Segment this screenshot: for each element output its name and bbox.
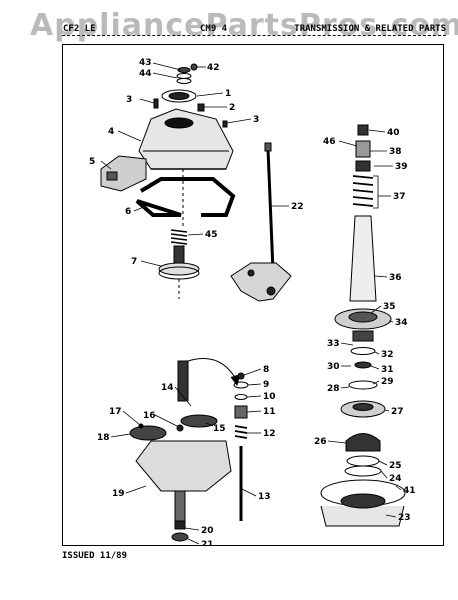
- callout-41: 41: [403, 486, 416, 496]
- bracket-part: [100, 155, 147, 192]
- callout-26: 26: [314, 437, 327, 447]
- seal-ring-part: [161, 89, 197, 103]
- callout-33: 33: [327, 339, 340, 349]
- center-shaft-parts: [233, 372, 249, 521]
- callout-40: 40: [387, 128, 400, 138]
- exploded-parts-diagram: 43 44 42 1 3 2 3 4 5 6 45 22 7 40 46 38 …: [89, 58, 416, 550]
- callout-3-left: 3: [126, 95, 132, 105]
- callout-13: 13: [258, 492, 271, 502]
- callout-34: 34: [395, 318, 408, 328]
- callout-46: 46: [323, 137, 336, 147]
- header-model-mid: CM9 4: [200, 24, 228, 34]
- callout-15: 15: [213, 424, 226, 434]
- callout-43: 43: [139, 58, 152, 68]
- callout-24: 24: [389, 474, 402, 484]
- callout-39: 39: [395, 162, 408, 172]
- lower-gear-assembly: [129, 358, 241, 542]
- callout-3-right: 3: [253, 115, 259, 125]
- callout-42: 42: [207, 63, 220, 73]
- top-fasteners: [176, 63, 198, 84]
- pulley-hub-part: [158, 245, 200, 280]
- callout-21: 21: [201, 540, 214, 545]
- callout-14: 14: [161, 383, 174, 393]
- callout-8: 8: [263, 365, 269, 375]
- callout-numbers: 43 44 42 1 3 2 3 4 5 6 45 22 7 40 46 38 …: [89, 58, 416, 550]
- callout-5: 5: [89, 157, 95, 167]
- header-model-left: CF2 LE: [63, 24, 96, 34]
- callout-38: 38: [389, 147, 402, 157]
- callout-20: 20: [201, 526, 214, 536]
- callout-45: 45: [205, 230, 218, 240]
- callout-23: 23: [398, 513, 411, 523]
- callout-30: 30: [327, 362, 340, 372]
- callout-10: 10: [263, 392, 276, 402]
- header-section-title: TRANSMISSION & RELATED PARTS: [294, 24, 446, 34]
- callout-32: 32: [381, 350, 394, 360]
- gasket-part: [135, 177, 236, 217]
- callout-35: 35: [383, 302, 396, 312]
- callout-37: 37: [393, 192, 406, 202]
- callout-18: 18: [97, 433, 110, 443]
- callout-11: 11: [263, 407, 276, 417]
- callout-2: 2: [229, 103, 235, 113]
- gearcase-cover-part: [138, 108, 234, 170]
- screws-part: [153, 98, 228, 128]
- callout-6: 6: [125, 207, 131, 217]
- callout-27: 27: [391, 407, 404, 417]
- callout-9: 9: [263, 380, 269, 390]
- callout-36: 36: [389, 273, 402, 283]
- callout-16: 16: [143, 411, 156, 421]
- callout-22: 22: [291, 202, 304, 212]
- shift-lever-part: [230, 262, 292, 302]
- callout-4: 4: [108, 127, 114, 137]
- callout-17: 17: [109, 407, 122, 417]
- shift-rod-part: [264, 142, 275, 272]
- issued-date: ISSUED 11/89: [62, 551, 128, 561]
- callout-19: 19: [112, 489, 125, 499]
- header-rule: [62, 35, 446, 36]
- callout-12: 12: [263, 429, 276, 439]
- spring-part: [170, 229, 188, 245]
- dashed-guide-lines: [178, 169, 184, 299]
- callout-29: 29: [381, 377, 394, 387]
- callout-25: 25: [389, 461, 402, 471]
- watermark-logo: AppliancePartsPros.com: [30, 8, 458, 43]
- callout-leaders: [100, 62, 402, 545]
- callout-28: 28: [327, 384, 340, 394]
- diagram-frame: 43 44 42 1 3 2 3 4 5 6 45 22 7 40 46 38 …: [62, 44, 444, 550]
- right-shaft-stack: [320, 124, 406, 527]
- callout-31: 31: [381, 365, 394, 375]
- callout-1: 1: [225, 89, 231, 99]
- callout-7: 7: [131, 257, 137, 267]
- callout-44: 44: [139, 69, 152, 79]
